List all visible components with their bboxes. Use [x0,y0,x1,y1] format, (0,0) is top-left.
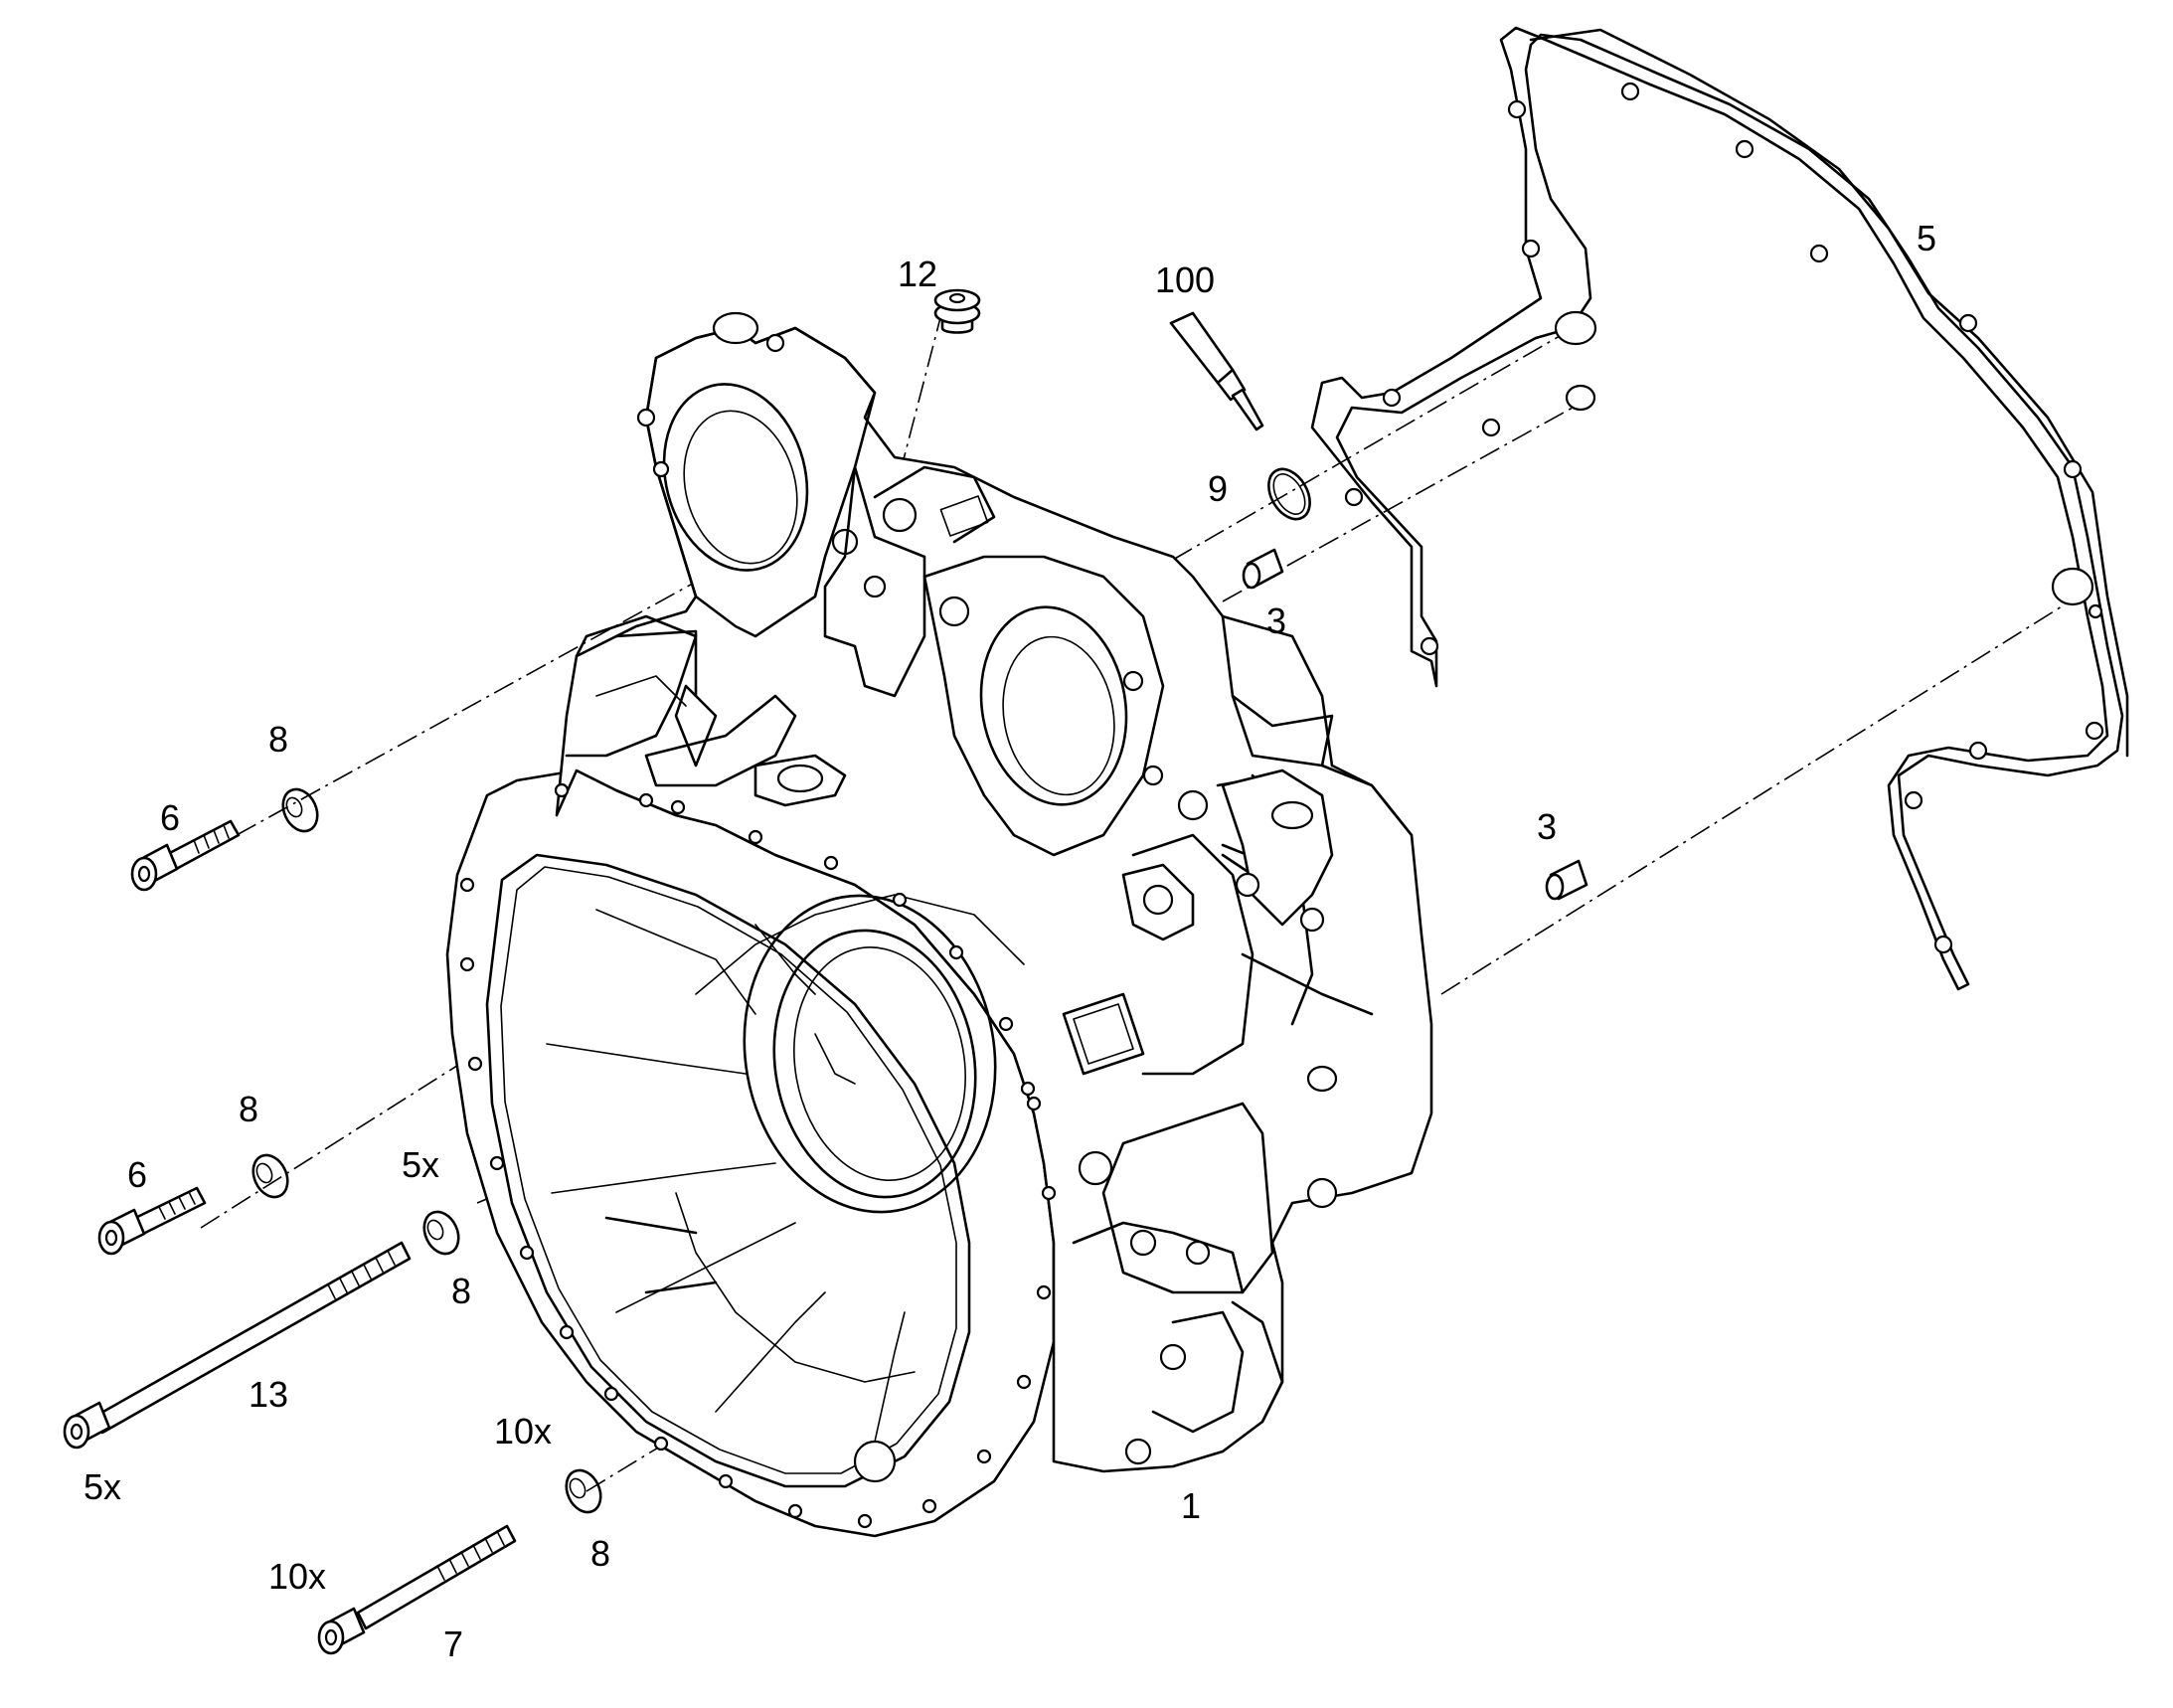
flywheel-housing [445,311,1433,1538]
screw-mid [97,1186,207,1256]
washer-long-bolt [422,1210,460,1256]
callout-plug: 12 [898,254,937,294]
callout-labels: 1 3 3 5 6 6 7 8 8 8 8 9 12 13 100 5x 5x … [84,218,1936,1664]
long-bolt [63,1241,412,1450]
callout-qty-bottom-screw: 10x [268,1556,326,1597]
callout-screw-mid: 6 [127,1154,147,1195]
washer-mid [251,1153,289,1199]
washer-bottom [565,1468,602,1514]
sealant-tube [1169,311,1264,431]
dowel-pin-right [1545,859,1588,901]
callout-washer-bottom: 8 [590,1533,610,1574]
callout-washer-mid: 8 [239,1089,258,1129]
callout-dowel-top: 3 [1266,600,1286,641]
callout-qty-long-bolt: 5x [84,1466,121,1507]
callout-sealant: 100 [1155,259,1215,300]
dowel-pin-top [1242,548,1284,590]
plug [933,288,981,334]
gasket [1310,26,2129,991]
callout-washer-long-bolt: 8 [451,1271,471,1311]
callout-oring: 9 [1208,468,1228,509]
screw-bottom [317,1524,517,1655]
callout-long-bolt: 13 [249,1374,288,1415]
callout-housing: 1 [1181,1485,1201,1526]
washer-top [281,787,319,833]
callout-washer-top: 8 [268,719,288,760]
screw-top [130,819,241,892]
callout-qty-long-bolt-washer: 5x [402,1144,439,1185]
o-ring [1267,467,1311,521]
callout-screw-top: 6 [160,797,180,838]
callout-gasket: 5 [1917,218,1936,258]
callout-screw-bottom: 7 [443,1623,463,1664]
callout-dowel-right: 3 [1537,806,1557,847]
callout-qty-bottom-washer: 10x [494,1411,552,1452]
